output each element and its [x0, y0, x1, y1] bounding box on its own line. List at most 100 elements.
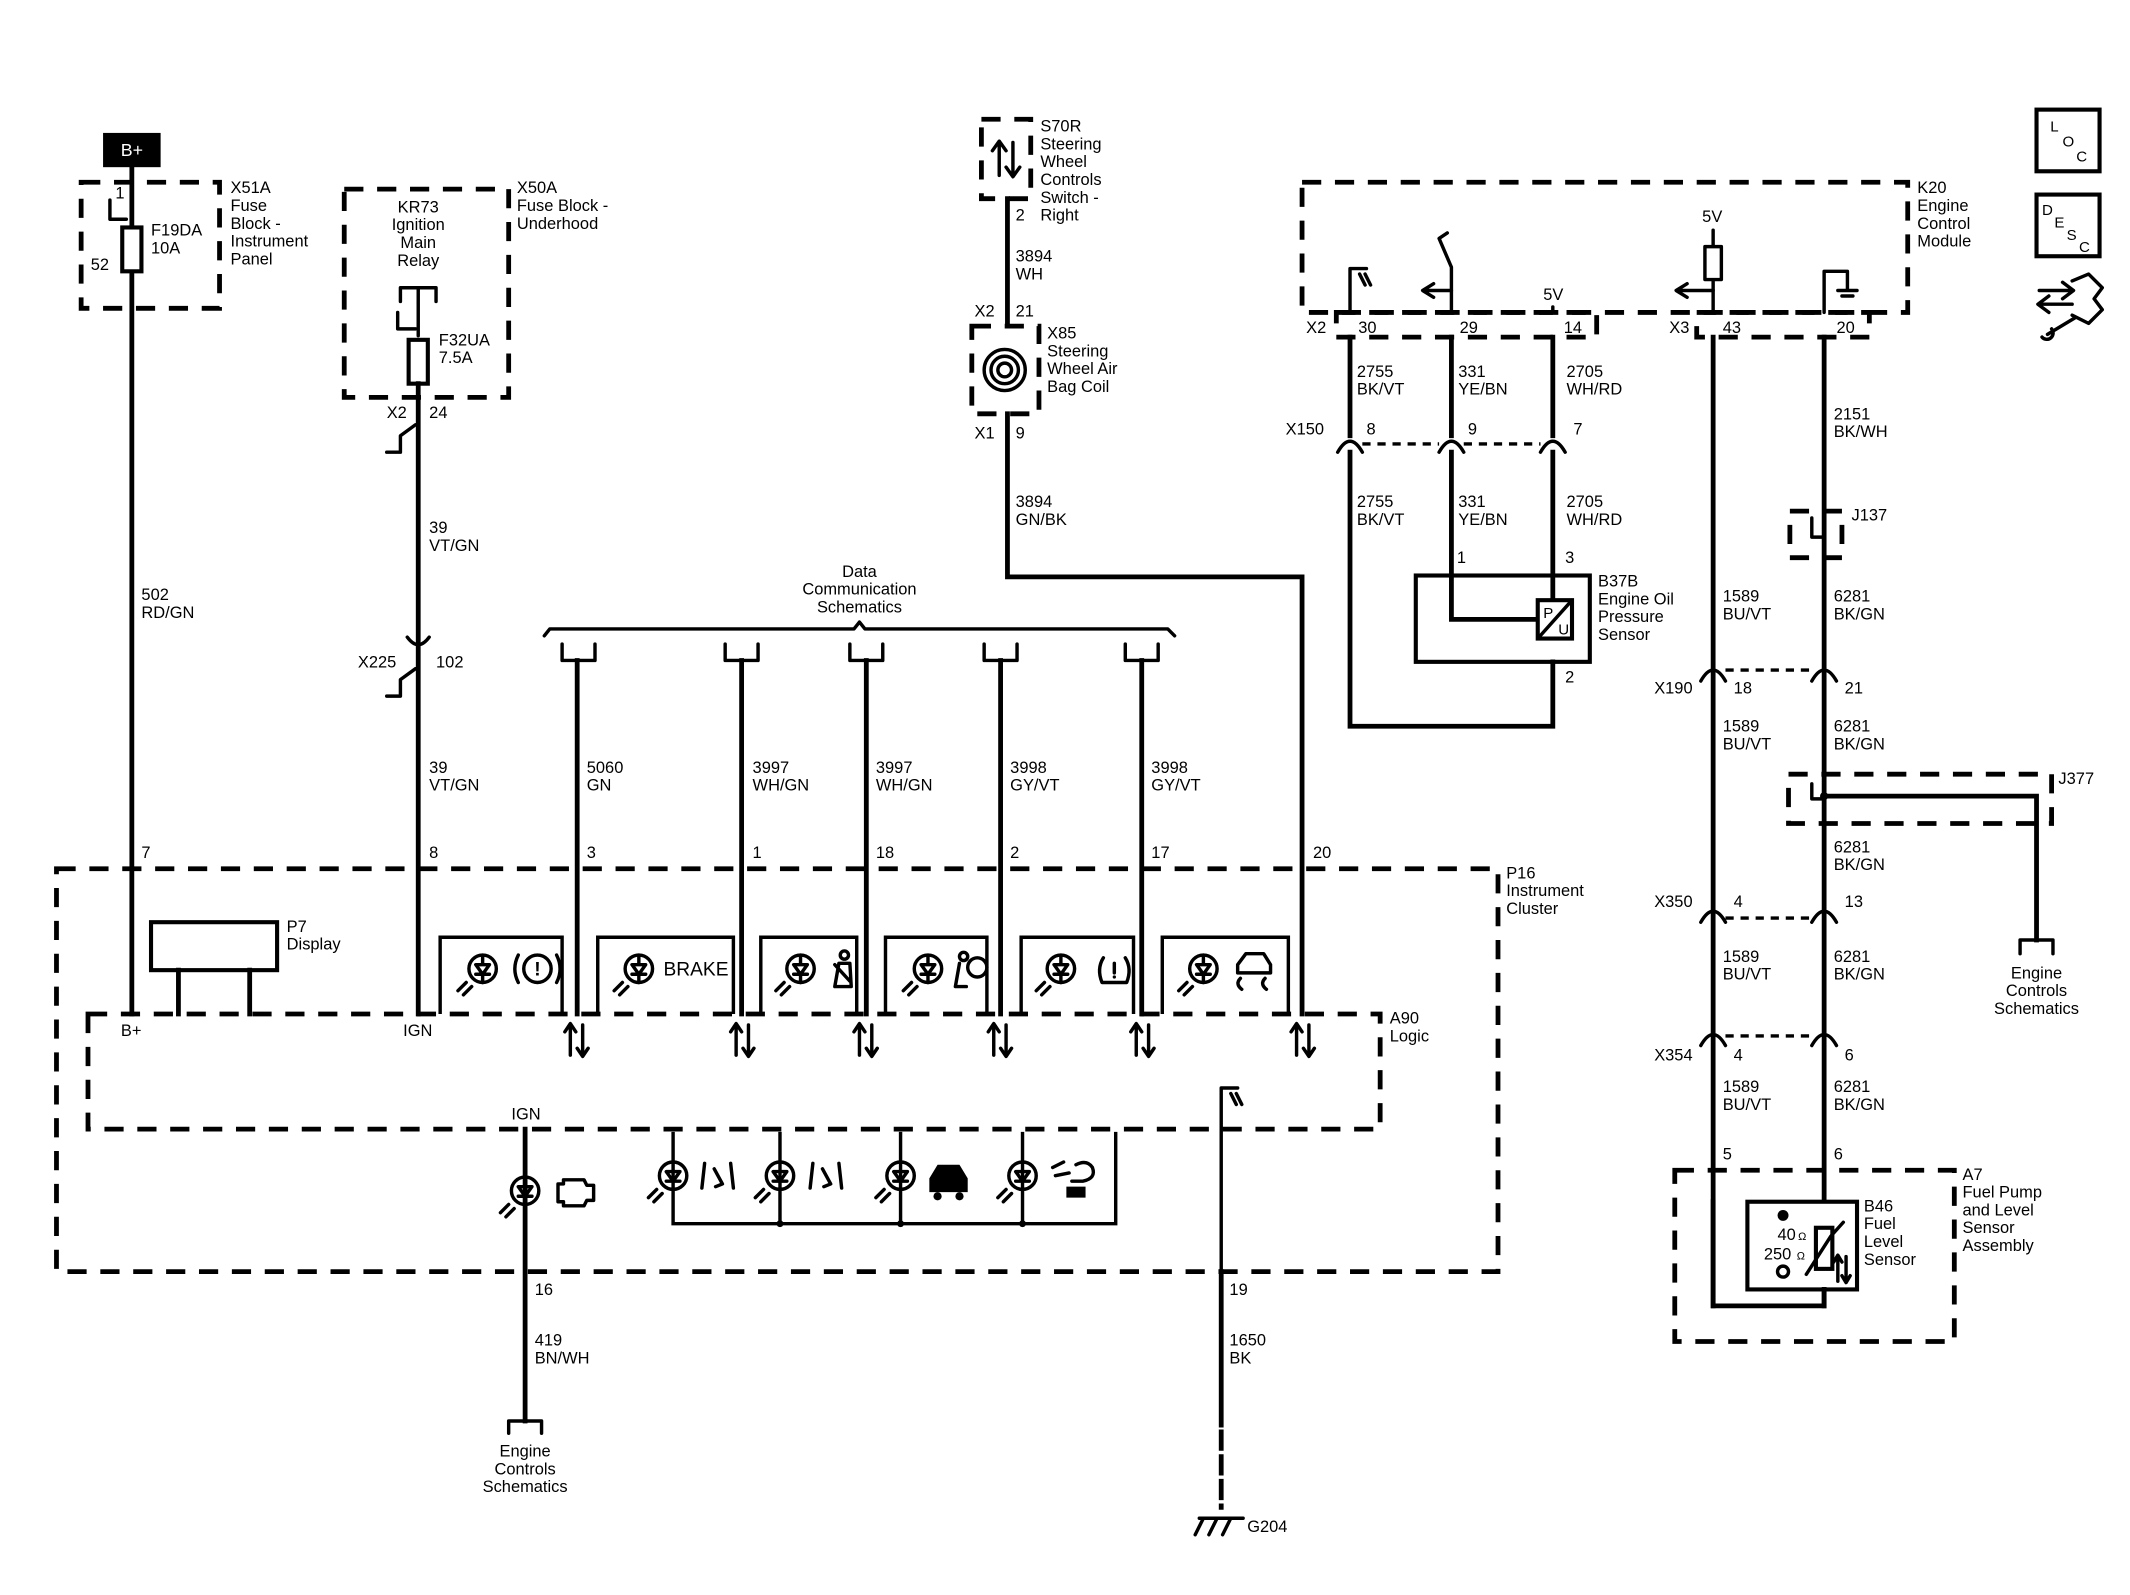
wire-5060-color: GN — [587, 777, 612, 795]
fuse-f32ua-rating: 7.5A — [439, 349, 473, 367]
svg-text:Assembly: Assembly — [1963, 1237, 2035, 1255]
j377-label: J377 — [2058, 770, 2094, 788]
kr73-relay-label: KR73 Ignition Main Relay — [392, 198, 445, 269]
wire-331b-color: YE/BN — [1458, 511, 1507, 529]
fuse-f19da-icon — [120, 225, 144, 274]
bidirectional-arrows-icon — [990, 139, 1022, 179]
j377-splice-pack — [1786, 771, 2054, 826]
svg-text:B46: B46 — [1864, 1197, 1893, 1215]
a7-fuel-pump-assembly — [1672, 1167, 1957, 1344]
wire-6281b-number: 6281 — [1834, 718, 1871, 736]
engine-controls-right-connector — [2018, 938, 2055, 956]
k20-connector-x2 — [1333, 310, 1600, 340]
wire-3894-color: WH — [1016, 266, 1043, 284]
wire-6281b-color: BK/GN — [1834, 736, 1885, 754]
x190-pin-21: 21 — [1845, 679, 1863, 697]
ecm-ground-icon — [1348, 266, 1373, 315]
wire-2705-number: 2705 — [1567, 363, 1604, 381]
svg-text:P16: P16 — [1506, 864, 1535, 882]
x85-pin-21: 21 — [1016, 303, 1034, 321]
x225-connector-label: X225 — [358, 653, 396, 671]
relay-tap-icon — [395, 310, 418, 331]
k20-engine-control-module — [1299, 179, 1911, 315]
x51a-pin-1: 1 — [115, 185, 124, 203]
k20-pin-43: 43 — [1723, 319, 1741, 337]
svg-text:Steering: Steering — [1040, 135, 1101, 153]
s70r-title: S70R Steering Wheel Controls Switch - Ri… — [1040, 118, 1101, 225]
wire-3997-color: WH/GN — [753, 777, 810, 795]
k20-conn-x3-label: X3 — [1669, 319, 1689, 337]
a90-ign-label: IGN — [403, 1022, 432, 1040]
indicator-lamps-top — [438, 935, 1291, 1015]
led-icons-bottom — [646, 1160, 1038, 1204]
x85-title: X85 Steering Wheel Air Bag Coil — [1047, 324, 1118, 395]
svg-text:Schematics: Schematics — [817, 599, 902, 617]
p16-pin-17: 17 — [1151, 844, 1169, 862]
p16-pin-1: 1 — [753, 844, 762, 862]
b37b-title: B37B Engine Oil Pressure Sensor — [1598, 572, 1674, 643]
ground-g204-icon — [1193, 1516, 1245, 1537]
k20-pin-30: 30 — [1358, 319, 1376, 337]
svg-text:Ignition: Ignition — [392, 216, 445, 234]
x350-connector-label: X350 — [1654, 893, 1692, 911]
wire-3894b-number: 3894 — [1016, 493, 1053, 511]
wire-39-number: 39 — [429, 519, 447, 537]
wire-331-color: YE/BN — [1458, 381, 1507, 399]
wire-331-number: 331 — [1458, 363, 1485, 381]
wire-6281c-color: BK/GN — [1834, 856, 1885, 874]
transducer-p-label: P — [1543, 605, 1553, 622]
wire-3998-number: 3998 — [1010, 759, 1047, 777]
svg-text:Panel: Panel — [231, 250, 273, 268]
x51a-pin-52: 52 — [91, 256, 109, 274]
x150-pin-9: 9 — [1468, 420, 1477, 438]
svg-text:Control: Control — [1917, 215, 1970, 233]
engine-controls-connector — [506, 1419, 544, 1436]
svg-text:C: C — [2079, 239, 2090, 256]
wire-39-color: VT/GN — [429, 537, 479, 555]
transducer-u-label: U — [1558, 621, 1569, 638]
svg-text:L: L — [2050, 119, 2058, 136]
s70r-pin-2: 2 — [1016, 207, 1025, 225]
svg-text:Relay: Relay — [397, 252, 440, 270]
x85-conn-x1: X1 — [975, 424, 995, 442]
wire-1589d-number: 1589 — [1723, 1078, 1760, 1096]
p16-pin-18: 18 — [876, 844, 894, 862]
wire-6281e-number: 6281 — [1834, 1078, 1871, 1096]
location-view-button[interactable]: L O C — [2034, 107, 2102, 174]
svg-text:Controls: Controls — [1040, 171, 1101, 189]
x350-pin-13: 13 — [1845, 893, 1863, 911]
data-bus-connectors — [560, 642, 1160, 663]
indicator-lamps-bottom — [671, 1131, 1118, 1228]
svg-text:Right: Right — [1040, 207, 1079, 225]
wire-3998b-color: GY/VT — [1151, 777, 1200, 795]
bplus-label: B+ — [121, 140, 143, 160]
svg-text:Data: Data — [842, 563, 878, 581]
k20-5v-label-b: 5V — [1702, 208, 1722, 226]
wire-1589c-number: 1589 — [1723, 948, 1760, 966]
svg-text:Engine: Engine — [1917, 197, 1968, 215]
x354-connector-icon — [1699, 1032, 1839, 1048]
b37b-pin-3: 3 — [1565, 549, 1574, 567]
wire-39b-number: 39 — [429, 759, 447, 777]
fuse-f19da-rating: 10A — [151, 240, 180, 258]
wire-1589c-color: BU/VT — [1723, 966, 1771, 984]
svg-text:Fuse: Fuse — [231, 197, 268, 215]
svg-text:Controls: Controls — [495, 1460, 556, 1478]
svg-text:S: S — [2067, 227, 2077, 244]
ecm-signal-arrow-icon — [1420, 281, 1454, 300]
description-view-button[interactable]: D E S C — [2034, 192, 2102, 259]
x85-airbag-coil — [969, 323, 1042, 417]
diagnostic-tools-icon[interactable] — [2036, 272, 2105, 341]
x50a-pin-24: 24 — [429, 404, 447, 422]
svg-text:Wheel: Wheel — [1040, 153, 1087, 171]
turn-signal-icon — [700, 1161, 736, 1190]
wire-6281-color: BK/GN — [1834, 605, 1885, 623]
x150-pin-7: 7 — [1573, 420, 1582, 438]
turn-signal-icon-2 — [808, 1161, 844, 1190]
ground-g204-label: G204 — [1247, 1518, 1287, 1536]
x225-pin-102: 102 — [436, 653, 463, 671]
wire-3997b-number: 3997 — [876, 759, 913, 777]
engine-controls-right-label: Engine Controls Schematics — [1994, 964, 2079, 1018]
p16-title: P16 Instrument Cluster — [1506, 864, 1584, 918]
x150-pin-8: 8 — [1366, 420, 1375, 438]
